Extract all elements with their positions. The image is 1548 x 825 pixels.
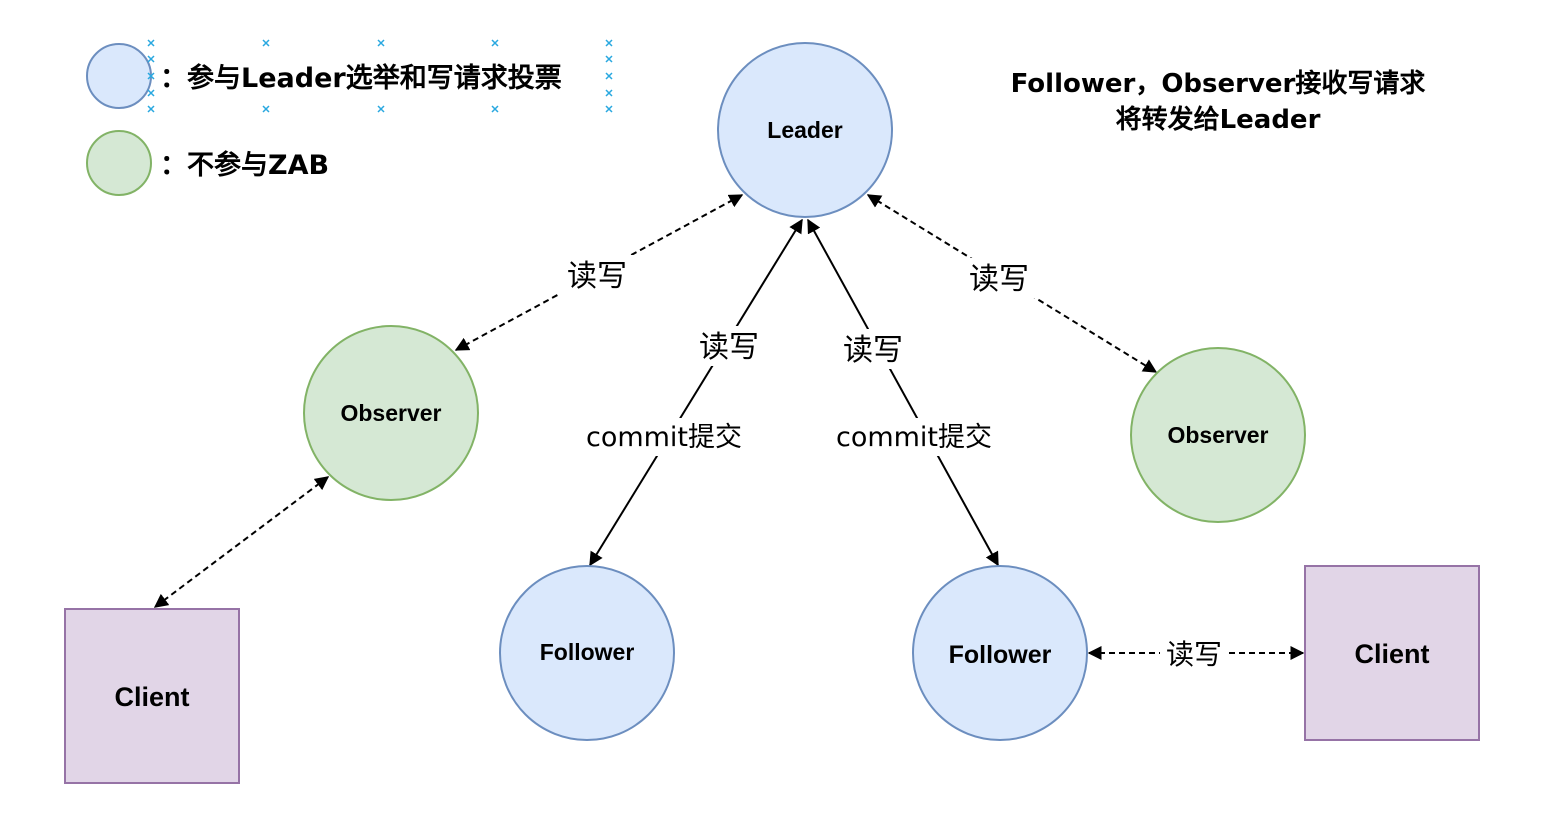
selection-marker	[147, 105, 155, 113]
edge-label-leader-observer-left: 读写	[560, 255, 634, 295]
edge-label-follower-client-right: 读写	[1160, 634, 1228, 672]
edge-label-leader-observer-right: 读写	[962, 258, 1036, 298]
legend-non-voter-text: ：不参与ZAB	[160, 149, 329, 181]
selection-marker	[491, 105, 499, 113]
svg-text:Client: Client	[114, 682, 189, 712]
selection-marker	[262, 105, 270, 113]
selection-marker	[377, 105, 385, 113]
svg-text:Client: Client	[1354, 639, 1429, 669]
legend-non-voter-swatch	[86, 130, 152, 196]
note-line-1: Follower，Observer接收写请求	[1011, 69, 1426, 99]
node-observer-right[interactable]: Observer	[1130, 347, 1306, 523]
selection-marker	[147, 72, 155, 80]
svg-text:Follower: Follower	[540, 639, 635, 665]
node-client-left[interactable]: Client	[64, 608, 240, 784]
note-line-2: 将转发给Leader	[1116, 104, 1321, 135]
node-leader[interactable]: Leader	[717, 42, 893, 218]
svg-text:读写: 读写	[843, 333, 903, 368]
selection-marker	[605, 105, 613, 113]
edge-leader-observer-right[interactable]	[866, 194, 1158, 373]
svg-text:读写: 读写	[1166, 638, 1222, 671]
selection-marker	[491, 39, 499, 47]
selection-markers	[147, 39, 613, 113]
svg-text:读写: 读写	[567, 259, 627, 294]
node-follower-right[interactable]: Follower	[912, 565, 1088, 741]
edge-leader-follower-right[interactable]	[807, 218, 999, 567]
svg-text:commit提交: commit提交	[836, 422, 992, 453]
svg-text:读写: 读写	[699, 330, 759, 365]
selection-marker	[377, 39, 385, 47]
node-follower-left[interactable]: Follower	[499, 565, 675, 741]
svg-text:Follower: Follower	[949, 641, 1052, 669]
svg-text:Leader: Leader	[767, 117, 842, 143]
forwarding-note: Follower，Observer接收写请求 将转发给Leader	[1011, 69, 1426, 135]
legend-voter-text: ：参与Leader选举和写请求投票	[160, 62, 562, 94]
edge-leader-follower-left[interactable]	[589, 218, 803, 567]
selection-marker	[605, 55, 613, 63]
node-client-right[interactable]: Client	[1304, 565, 1480, 741]
edge-observer-left-client-left[interactable]	[153, 476, 330, 608]
edge-label-leader-follower-right-rw: 读写	[836, 329, 910, 369]
edge-label-leader-follower-left-commit: commit提交	[582, 418, 746, 456]
edge-label-leader-follower-right-commit: commit提交	[832, 418, 996, 456]
selection-marker	[147, 55, 155, 63]
svg-text:读写: 读写	[969, 262, 1029, 297]
selection-marker	[605, 89, 613, 97]
edge-label-leader-follower-left-rw: 读写	[692, 326, 766, 366]
svg-text:Observer: Observer	[1167, 422, 1268, 448]
node-observer-left[interactable]: Observer	[303, 325, 479, 501]
selection-marker	[147, 39, 155, 47]
svg-text:commit提交: commit提交	[586, 422, 742, 453]
selection-marker	[147, 89, 155, 97]
svg-text:Observer: Observer	[340, 400, 441, 426]
legend: ：参与Leader选举和写请求投票 ：不参与ZAB	[86, 39, 613, 196]
legend-voter-swatch	[86, 43, 152, 109]
selection-marker	[262, 39, 270, 47]
selection-marker	[605, 39, 613, 47]
selection-marker	[605, 72, 613, 80]
